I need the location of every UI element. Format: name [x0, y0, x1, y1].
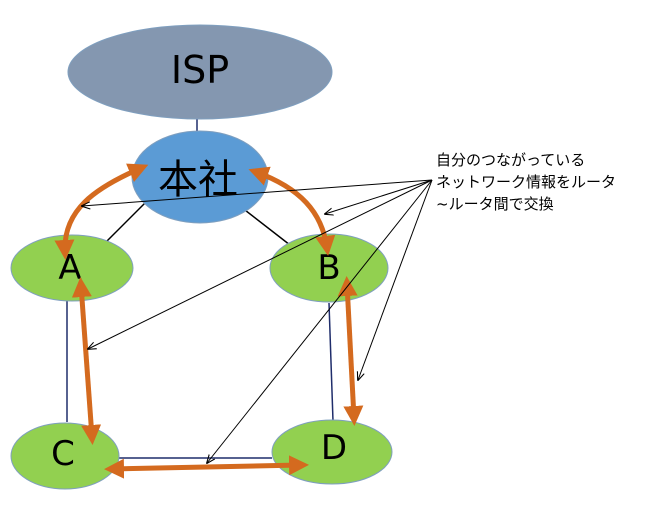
annotation-line-1: 自分のつながっている	[436, 151, 586, 169]
exchange-arrow-b-d	[337, 276, 364, 426]
b-d-link	[328, 302, 334, 422]
hq-label: 本社	[158, 157, 238, 203]
annotation-line-2: ネットワーク情報をルータ	[436, 173, 617, 191]
exchange-arrow-hq-b	[248, 166, 336, 256]
exchange-arrow-a-c	[71, 277, 102, 445]
annotation-line-3: ~ルータ間で交換	[436, 195, 554, 213]
c-label: C	[51, 434, 75, 474]
isp-label: ISP	[171, 48, 229, 92]
annotation-text: 自分のつながっている ネットワーク情報をルータ ~ルータ間で交換	[436, 149, 616, 215]
callout-arrow-hq-a	[82, 179, 433, 206]
callout-arrow-hq-b	[325, 179, 433, 214]
callout-arrow-b-d	[358, 179, 433, 380]
isp-node	[67, 24, 333, 120]
a-label: A	[58, 248, 81, 288]
d-label: D	[321, 428, 347, 468]
callout-arrow-a-c	[88, 179, 433, 349]
exchange-arrow-c-d	[104, 455, 309, 479]
b-label: B	[317, 248, 340, 288]
hq-a-link	[102, 197, 151, 246]
callout-arrows	[82, 179, 433, 463]
callout-arrow-c-d	[207, 179, 433, 463]
